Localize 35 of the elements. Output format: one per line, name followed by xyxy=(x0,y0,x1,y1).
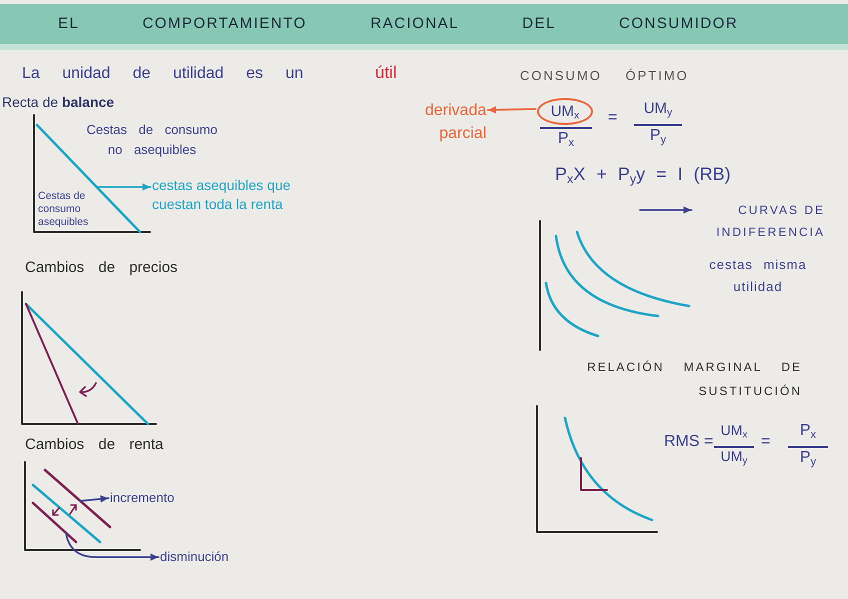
math-term: UM$_{y}$ xyxy=(642,100,674,119)
highlighted-word: útil xyxy=(375,62,397,84)
section-heading: CONSUMO ÓPTIMO xyxy=(520,68,689,84)
arrow xyxy=(486,106,536,114)
section-heading: Cambios de renta xyxy=(25,436,164,455)
arrow xyxy=(639,206,692,214)
note-text: cestas misma utilidad xyxy=(708,256,808,296)
note-text: CURVAS DE INDIFERENCIA xyxy=(693,199,825,243)
section-heading: Recta de balance xyxy=(2,94,114,112)
equals-sign: = xyxy=(761,432,770,452)
math-term: P$_{x}$ xyxy=(540,127,592,149)
budget-line xyxy=(32,502,78,544)
note-text: incremento xyxy=(110,490,174,506)
note-text: La unidad de utilidad es un xyxy=(22,64,304,84)
math-term: P$_{y}$ xyxy=(634,124,682,146)
section-heading: RELACIÓN MARGINAL DE SUSTITUCIÓN xyxy=(586,359,802,400)
arrow xyxy=(96,183,152,191)
math-term: UM$_{x}$ xyxy=(720,422,748,440)
arrow xyxy=(65,532,160,561)
math-term: P$_{x}$ xyxy=(798,421,818,441)
note-text: cestas asequibles que cuestan toda la renta xyxy=(152,176,302,214)
region-label: Cestas de consumo no asequibles xyxy=(86,121,218,159)
math-term: UM$_{y}$ xyxy=(714,446,754,466)
math-term: P$_{y}$ xyxy=(788,446,828,468)
arrow xyxy=(79,495,110,503)
note-text: derivada parcial xyxy=(425,99,486,145)
budget-line xyxy=(44,468,112,528)
equals-sign: = xyxy=(608,108,618,128)
equation: P$_{x}$X + P$_{y}$y = I (RB) xyxy=(555,163,731,186)
note-text: disminución xyxy=(160,549,229,566)
section-heading: Cambios de precios xyxy=(25,259,178,278)
title-bar: EL COMPORTAMIENTO RACIONAL DEL CONSUMIDOR xyxy=(0,4,848,50)
math-term: RMS = xyxy=(664,432,714,452)
circled-term: UM$_{x}$ xyxy=(537,98,593,125)
region-label: Cestas de consumo asequibles xyxy=(38,190,90,229)
